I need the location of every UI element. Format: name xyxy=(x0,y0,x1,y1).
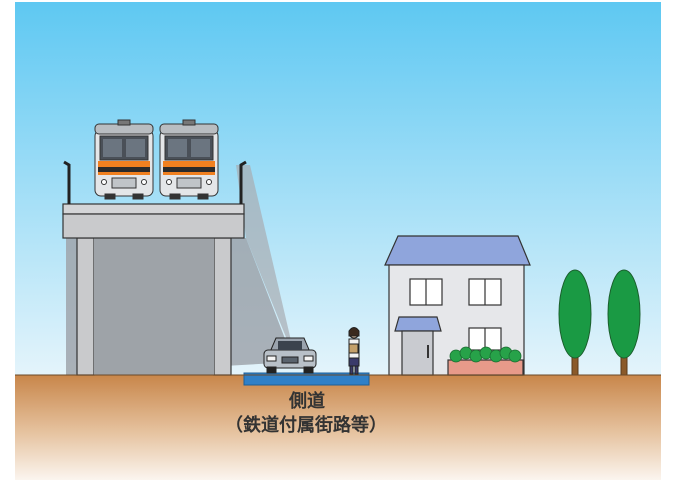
viaduct-deck-top xyxy=(62,203,245,215)
tree-icon xyxy=(558,269,641,376)
train-left xyxy=(94,119,154,200)
pedestrian-icon xyxy=(348,327,360,375)
road-description-label: （鉄道付属街路等） xyxy=(225,414,387,436)
hedge xyxy=(449,346,522,363)
train-right xyxy=(159,119,219,200)
viaduct-shadow-side xyxy=(236,165,296,362)
parapet-right xyxy=(239,160,247,204)
commuter-train-front-icon xyxy=(94,119,219,200)
elevated-viaduct xyxy=(62,160,247,376)
house-icon xyxy=(384,235,531,376)
tree-right xyxy=(607,269,641,376)
ground xyxy=(15,375,661,480)
viaduct-girder xyxy=(62,213,245,239)
car-front-icon xyxy=(263,337,317,374)
viaduct-pier-gap xyxy=(94,238,214,375)
viaduct-pier-left xyxy=(76,237,95,376)
road-name-label: 側道 xyxy=(288,390,325,412)
tree-left xyxy=(558,269,592,376)
viaduct-pier-right xyxy=(213,237,232,376)
parapet-left xyxy=(63,160,71,204)
